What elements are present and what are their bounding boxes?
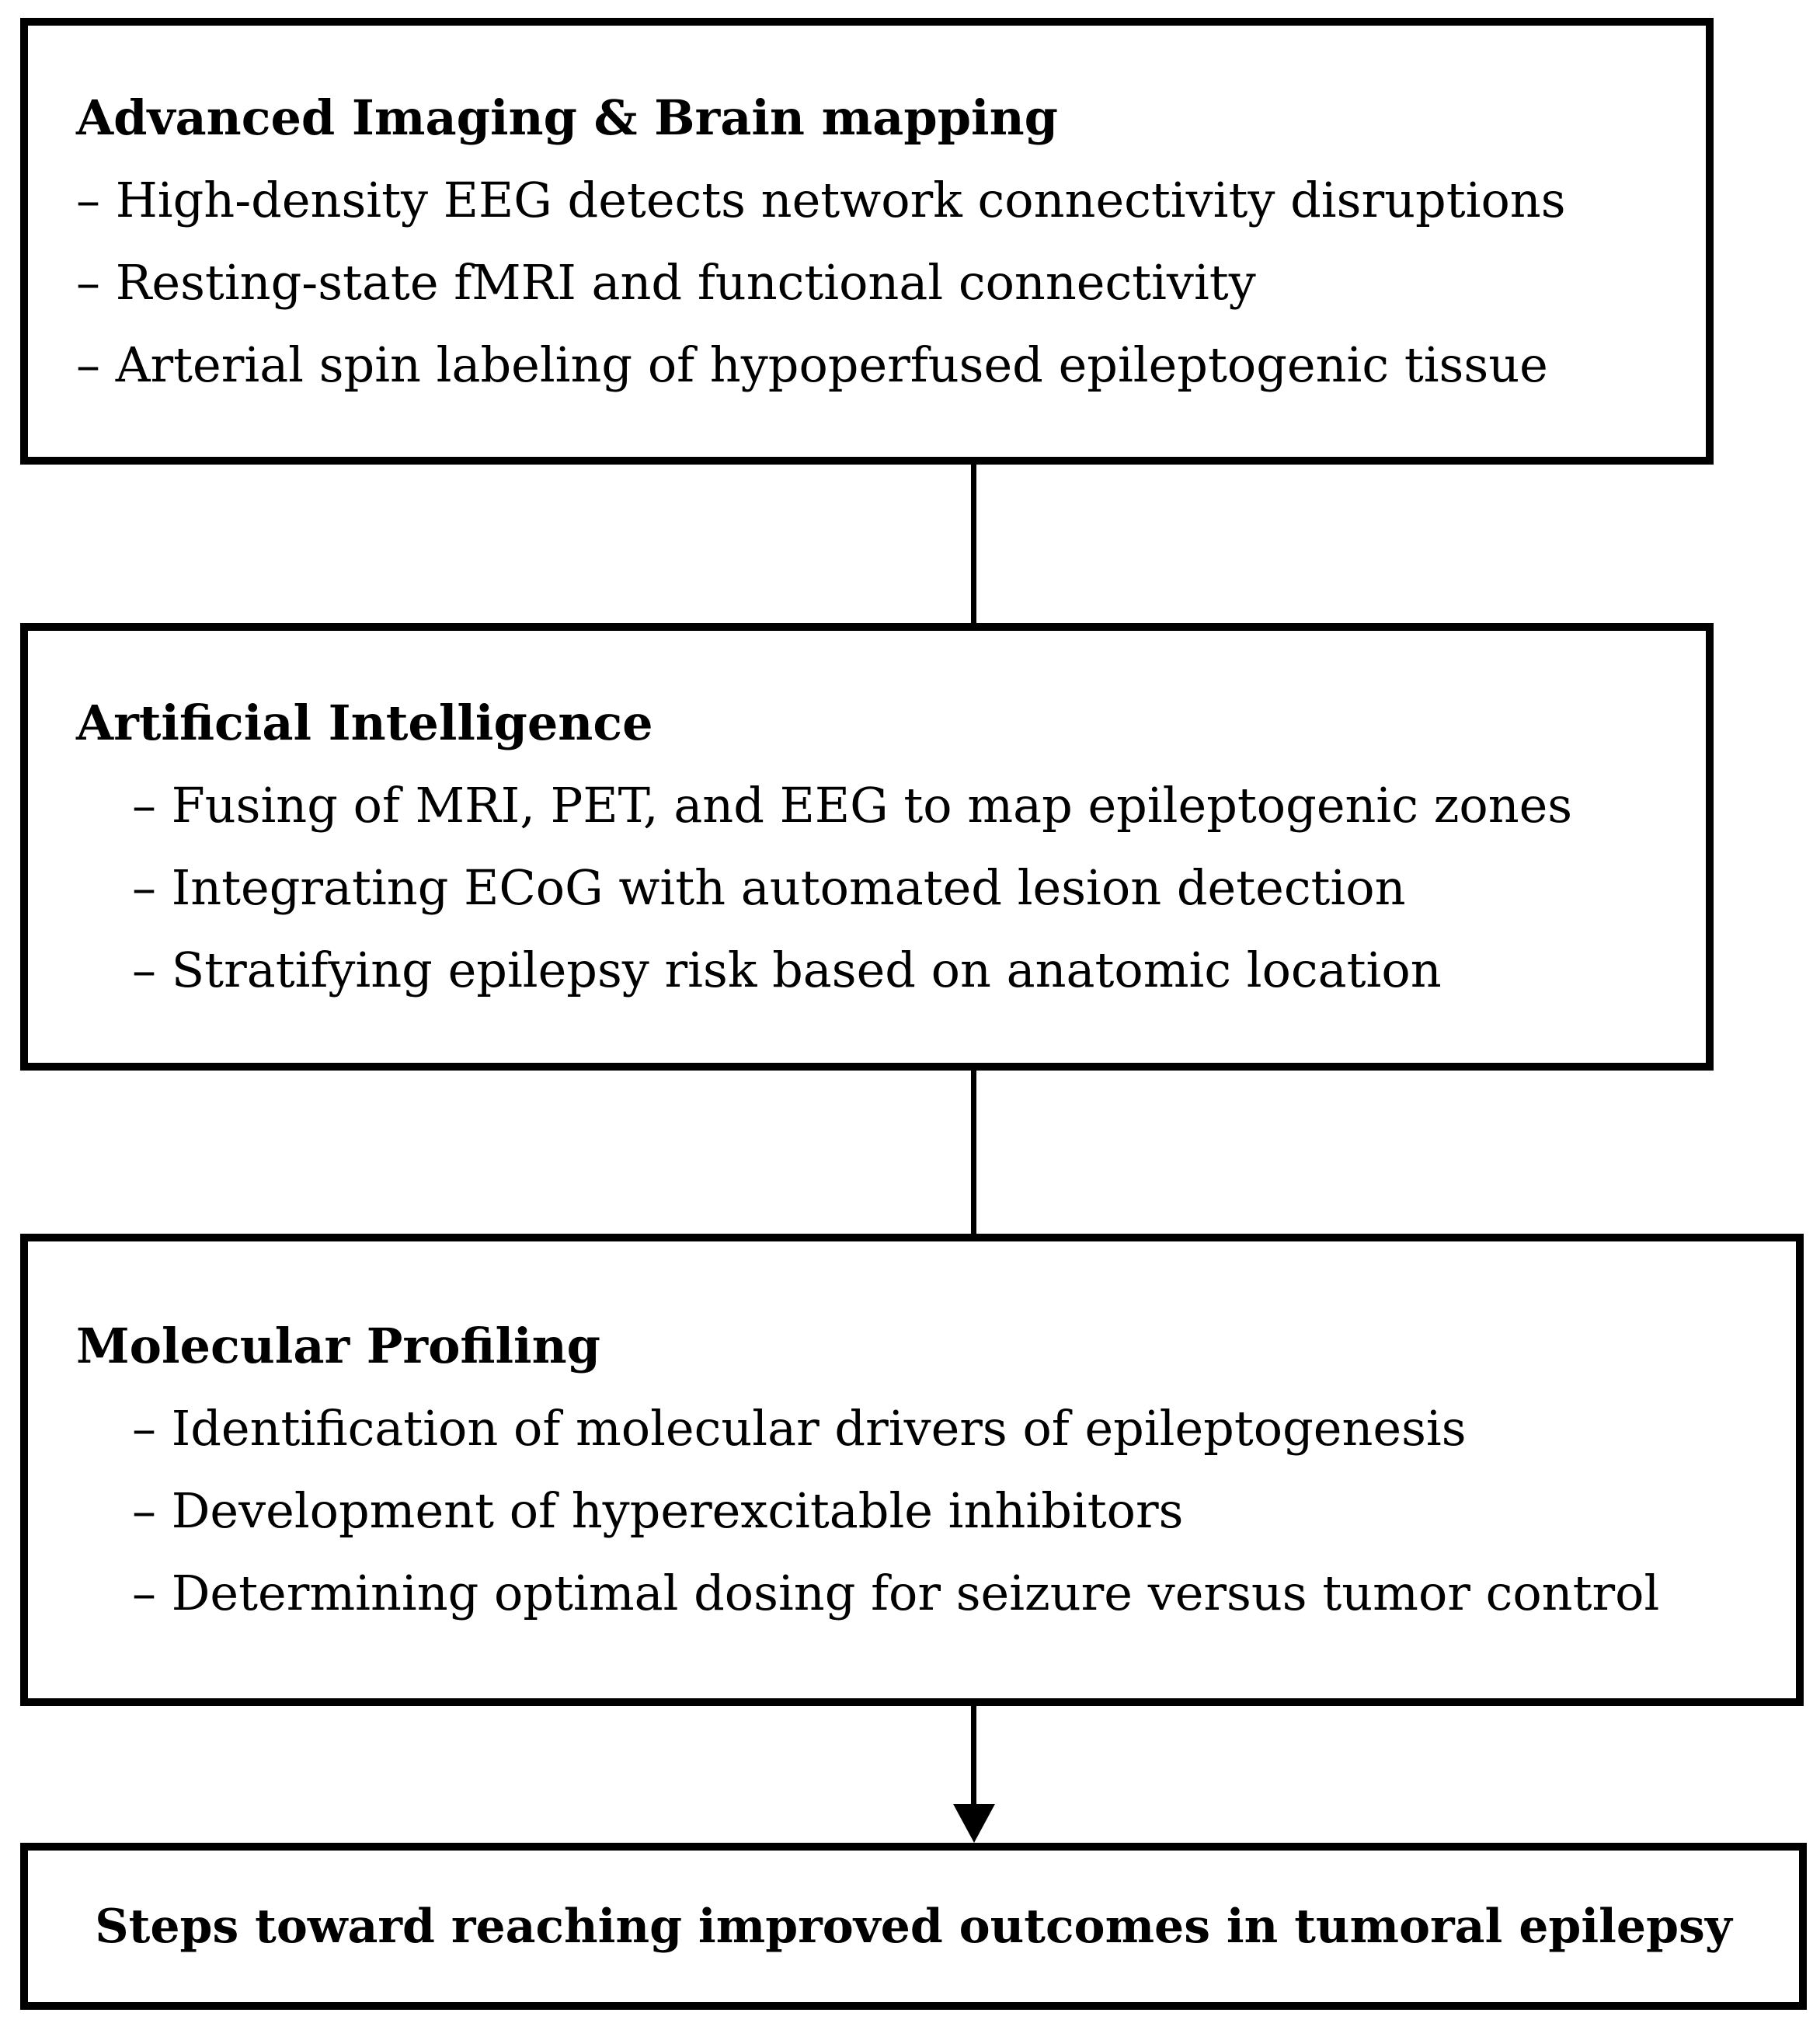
bullet-item: – High-density EEG detects network conne… [76, 171, 1566, 228]
connector-line-3 [971, 1706, 976, 1807]
box-outcome: Steps toward reaching improved outcomes … [20, 1843, 1807, 2010]
box-artificial-intelligence: Artificial Intelligence – Fusing of MRI,… [20, 623, 1714, 1071]
box-title: Artificial Intelligence [76, 695, 653, 751]
bullet-item: – Resting-state fMRI and functional conn… [76, 253, 1256, 311]
box-advanced-imaging: Advanced Imaging & Brain mapping – High-… [20, 18, 1714, 465]
bullet-item: – Fusing of MRI, PET, and EEG to map epi… [132, 777, 1573, 834]
bullet-item: – Stratifying epilepsy risk based on ana… [132, 942, 1442, 998]
bullet-item: – Identification of molecular drivers of… [132, 1400, 1467, 1457]
bullet-item: – Determining optimal dosing for seizure… [132, 1565, 1660, 1621]
connector-line-1 [971, 465, 976, 623]
connector-line-2 [971, 1071, 976, 1234]
bullet-item: – Integrating ECoG with automated lesion… [132, 859, 1406, 916]
box-title: Steps toward reaching improved outcomes … [95, 1899, 1732, 1954]
bullet-item: – Arterial spin labeling of hypoperfused… [76, 336, 1548, 393]
box-title: Molecular Profiling [76, 1318, 601, 1374]
arrow-down-icon [953, 1804, 995, 1843]
bullet-item: – Development of hyperexcitable inhibito… [132, 1482, 1184, 1539]
box-title: Advanced Imaging & Brain mapping [76, 89, 1059, 146]
box-molecular-profiling: Molecular Profiling – Identification of … [20, 1234, 1804, 1706]
